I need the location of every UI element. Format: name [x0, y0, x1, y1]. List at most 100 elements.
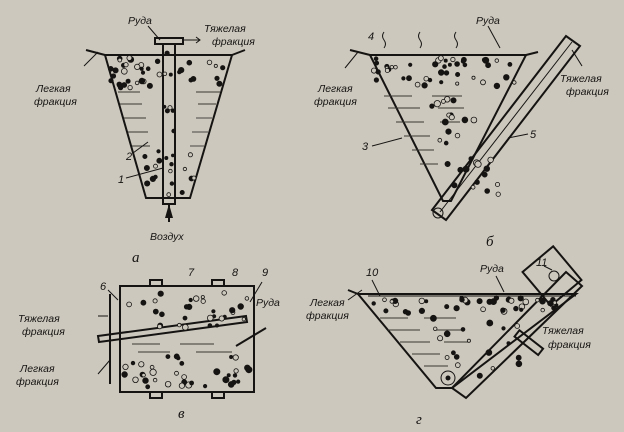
ore-particle — [165, 354, 171, 360]
ore-particle — [393, 64, 398, 70]
figure-b-heavy-label-1: Тяжелая — [560, 73, 602, 85]
ore-particle — [233, 368, 239, 374]
ore-particle — [162, 104, 167, 109]
ore-particle — [167, 105, 173, 111]
ore-particle — [450, 350, 456, 356]
ore-particle — [130, 360, 136, 366]
ore-particle — [241, 317, 246, 322]
figure-b-number-4: 4 — [368, 31, 374, 43]
ore-particle — [476, 298, 483, 305]
ore-particle — [134, 63, 141, 71]
ore-particle — [371, 301, 376, 306]
ore-particle — [226, 373, 231, 378]
ore-particle — [164, 50, 170, 56]
ore-particle — [164, 108, 170, 114]
ore-particle — [142, 377, 149, 384]
ore-particle — [437, 55, 444, 61]
figure-g-discharge-pipe — [513, 328, 545, 357]
ore-particle — [429, 103, 435, 109]
figure-v-liquid — [132, 343, 232, 353]
figure-v-number-9: 9 — [262, 267, 268, 279]
ore-particle — [517, 295, 524, 302]
ore-particle — [490, 366, 495, 371]
ore-particle — [134, 80, 140, 86]
ore-particle — [227, 381, 235, 388]
ore-particle — [382, 297, 387, 303]
ore-particle — [187, 152, 193, 158]
ore-particle — [117, 57, 123, 63]
ore-particle — [483, 165, 490, 172]
figure-b: 4 Руда Тяжелая фракция Легкая фракция 3 … — [314, 15, 609, 250]
ore-particle — [157, 323, 163, 330]
ore-particle — [454, 132, 461, 139]
figure-a-heavy-arrow — [183, 36, 201, 44]
figure-b-elevator-inner — [439, 41, 573, 213]
ore-particle — [401, 76, 406, 81]
figure-a-number-2: 2 — [125, 151, 132, 163]
ore-particle — [121, 371, 128, 378]
ore-particle — [121, 82, 128, 88]
ore-particle — [455, 72, 461, 78]
figure-b-letter: б — [486, 234, 494, 250]
ore-particle — [143, 164, 150, 171]
ore-particle — [179, 189, 185, 195]
figure-g-light-label-1: Легкая — [309, 297, 345, 309]
figure-v-leader-6 — [107, 289, 119, 301]
figure-g-leader-11 — [543, 265, 553, 271]
ore-particle — [457, 166, 464, 173]
ore-particle — [461, 116, 469, 124]
ore-particle — [140, 299, 147, 306]
figure-a-lift-pipe — [162, 43, 176, 205]
ore-particle — [501, 326, 506, 331]
figure-a-number-1: 1 — [118, 174, 124, 186]
ore-particle — [189, 380, 195, 386]
ore-particle — [162, 71, 168, 76]
ore-particle — [443, 58, 448, 63]
ore-particle — [375, 69, 381, 75]
figure-g-letter: г — [416, 412, 422, 428]
figure-b-elevator-pulley — [432, 207, 444, 219]
ore-particle — [152, 377, 158, 383]
ore-particle — [485, 349, 493, 356]
figure-v-lug-bottom-1 — [149, 391, 163, 399]
ore-particle — [245, 366, 253, 374]
figure-v-leader-9 — [249, 281, 263, 303]
ore-particle — [444, 355, 450, 360]
ore-particle — [108, 78, 114, 84]
ore-particle — [153, 163, 158, 169]
figure-b-number-3: 3 — [362, 141, 369, 153]
ore-particle — [211, 309, 216, 314]
ore-particle — [214, 323, 219, 328]
ore-particle — [474, 179, 480, 185]
ore-particle — [480, 306, 486, 313]
ore-particle — [460, 327, 466, 332]
ore-particle — [177, 322, 182, 328]
ore-particle — [414, 81, 421, 88]
ore-particle — [423, 75, 429, 82]
ore-particle — [188, 297, 193, 303]
figure-v-lug-bottom-2 — [211, 391, 225, 399]
figure-g-ore-label: Руда — [480, 263, 504, 275]
ore-particle — [182, 315, 188, 321]
ore-particle — [408, 62, 413, 67]
ore-particle — [441, 118, 449, 126]
figure-g-number-11: 11 — [536, 257, 547, 269]
ore-particle — [139, 66, 144, 71]
figure-b-leader-5 — [507, 133, 529, 139]
ore-particle — [221, 290, 227, 296]
figure-v-light-arrow — [97, 359, 111, 375]
figure-g-drive-box — [521, 244, 583, 308]
figure-b-leader-3 — [371, 137, 403, 147]
ore-particle — [146, 82, 153, 89]
figure-g-heavy-label-2: фракция — [548, 339, 591, 351]
figure-v-heavy-chute — [96, 314, 249, 344]
ore-particle — [547, 300, 554, 307]
ore-particle — [470, 116, 478, 124]
ore-particle — [168, 168, 173, 174]
ore-particle — [122, 363, 129, 370]
figure-a-vessel — [103, 54, 234, 199]
figure-a-pipe-particles — [162, 50, 177, 197]
ore-particle — [164, 155, 169, 160]
figure-g-light-label-2: фракция — [306, 310, 349, 322]
